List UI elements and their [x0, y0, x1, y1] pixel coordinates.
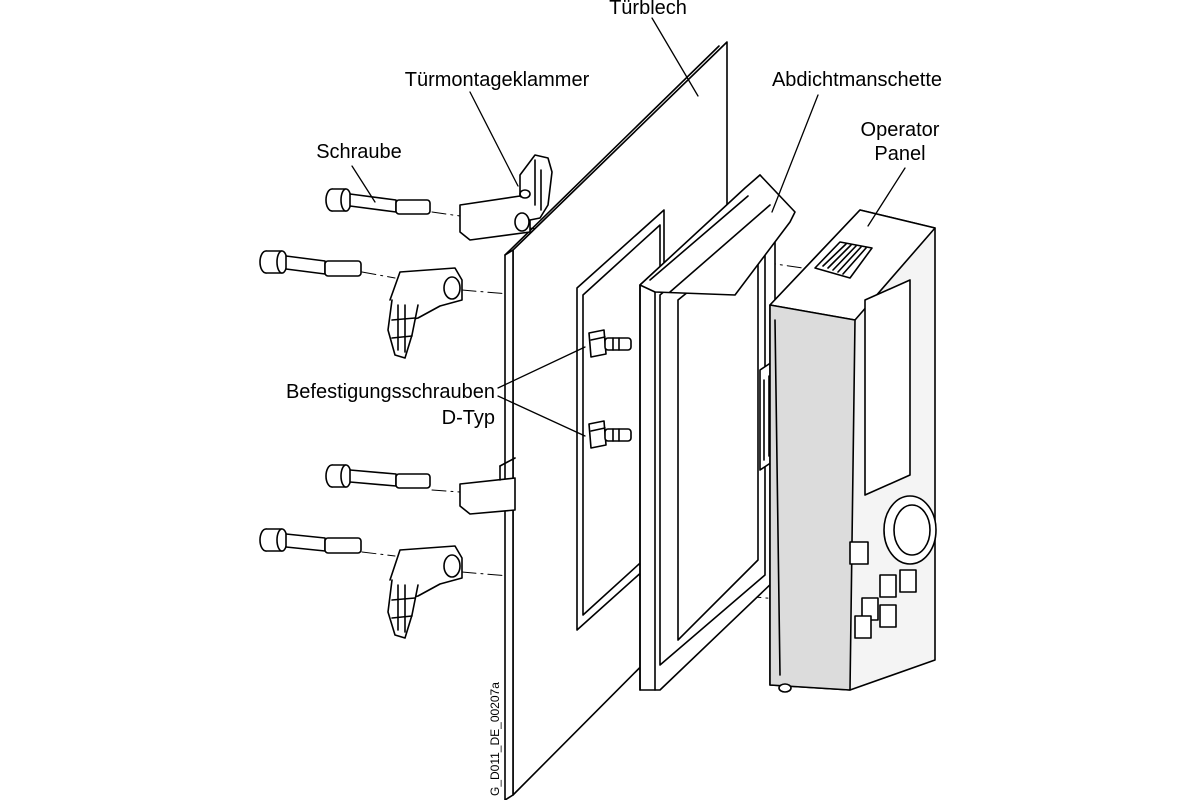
label-abdichtmanschette: Abdichtmanschette — [771, 69, 943, 91]
label-operator-panel-line2: Panel — [874, 143, 926, 165]
clamp-lower-left — [387, 545, 463, 639]
leader-lines — [351, 17, 906, 437]
d-type-screw-lower — [588, 420, 632, 449]
drawing-code: G_D011_DE_00207a — [488, 682, 502, 796]
clamp-lower-right — [459, 457, 516, 515]
label-schraube: Schraube — [316, 141, 402, 163]
screw-1 — [325, 188, 431, 215]
label-befestigungsschrauben-line2: D-Typ — [441, 407, 495, 429]
clamp-upper-right — [459, 154, 553, 241]
screw-2 — [259, 250, 362, 277]
sealing-sleeve — [639, 174, 796, 691]
label-tuermontageklammer: Türmontageklammer — [404, 69, 590, 91]
clamp-upper-left — [387, 267, 463, 359]
operator-panel — [769, 209, 937, 693]
label-tuerblech: Türblech — [609, 0, 687, 19]
screw-3 — [325, 464, 431, 489]
label-befestigungsschrauben-line1: Befestigungsschrauben — [285, 381, 495, 403]
label-operator-panel-line1: Operator — [860, 119, 940, 141]
screw-4 — [259, 528, 362, 554]
d-type-screw-upper — [588, 329, 632, 358]
